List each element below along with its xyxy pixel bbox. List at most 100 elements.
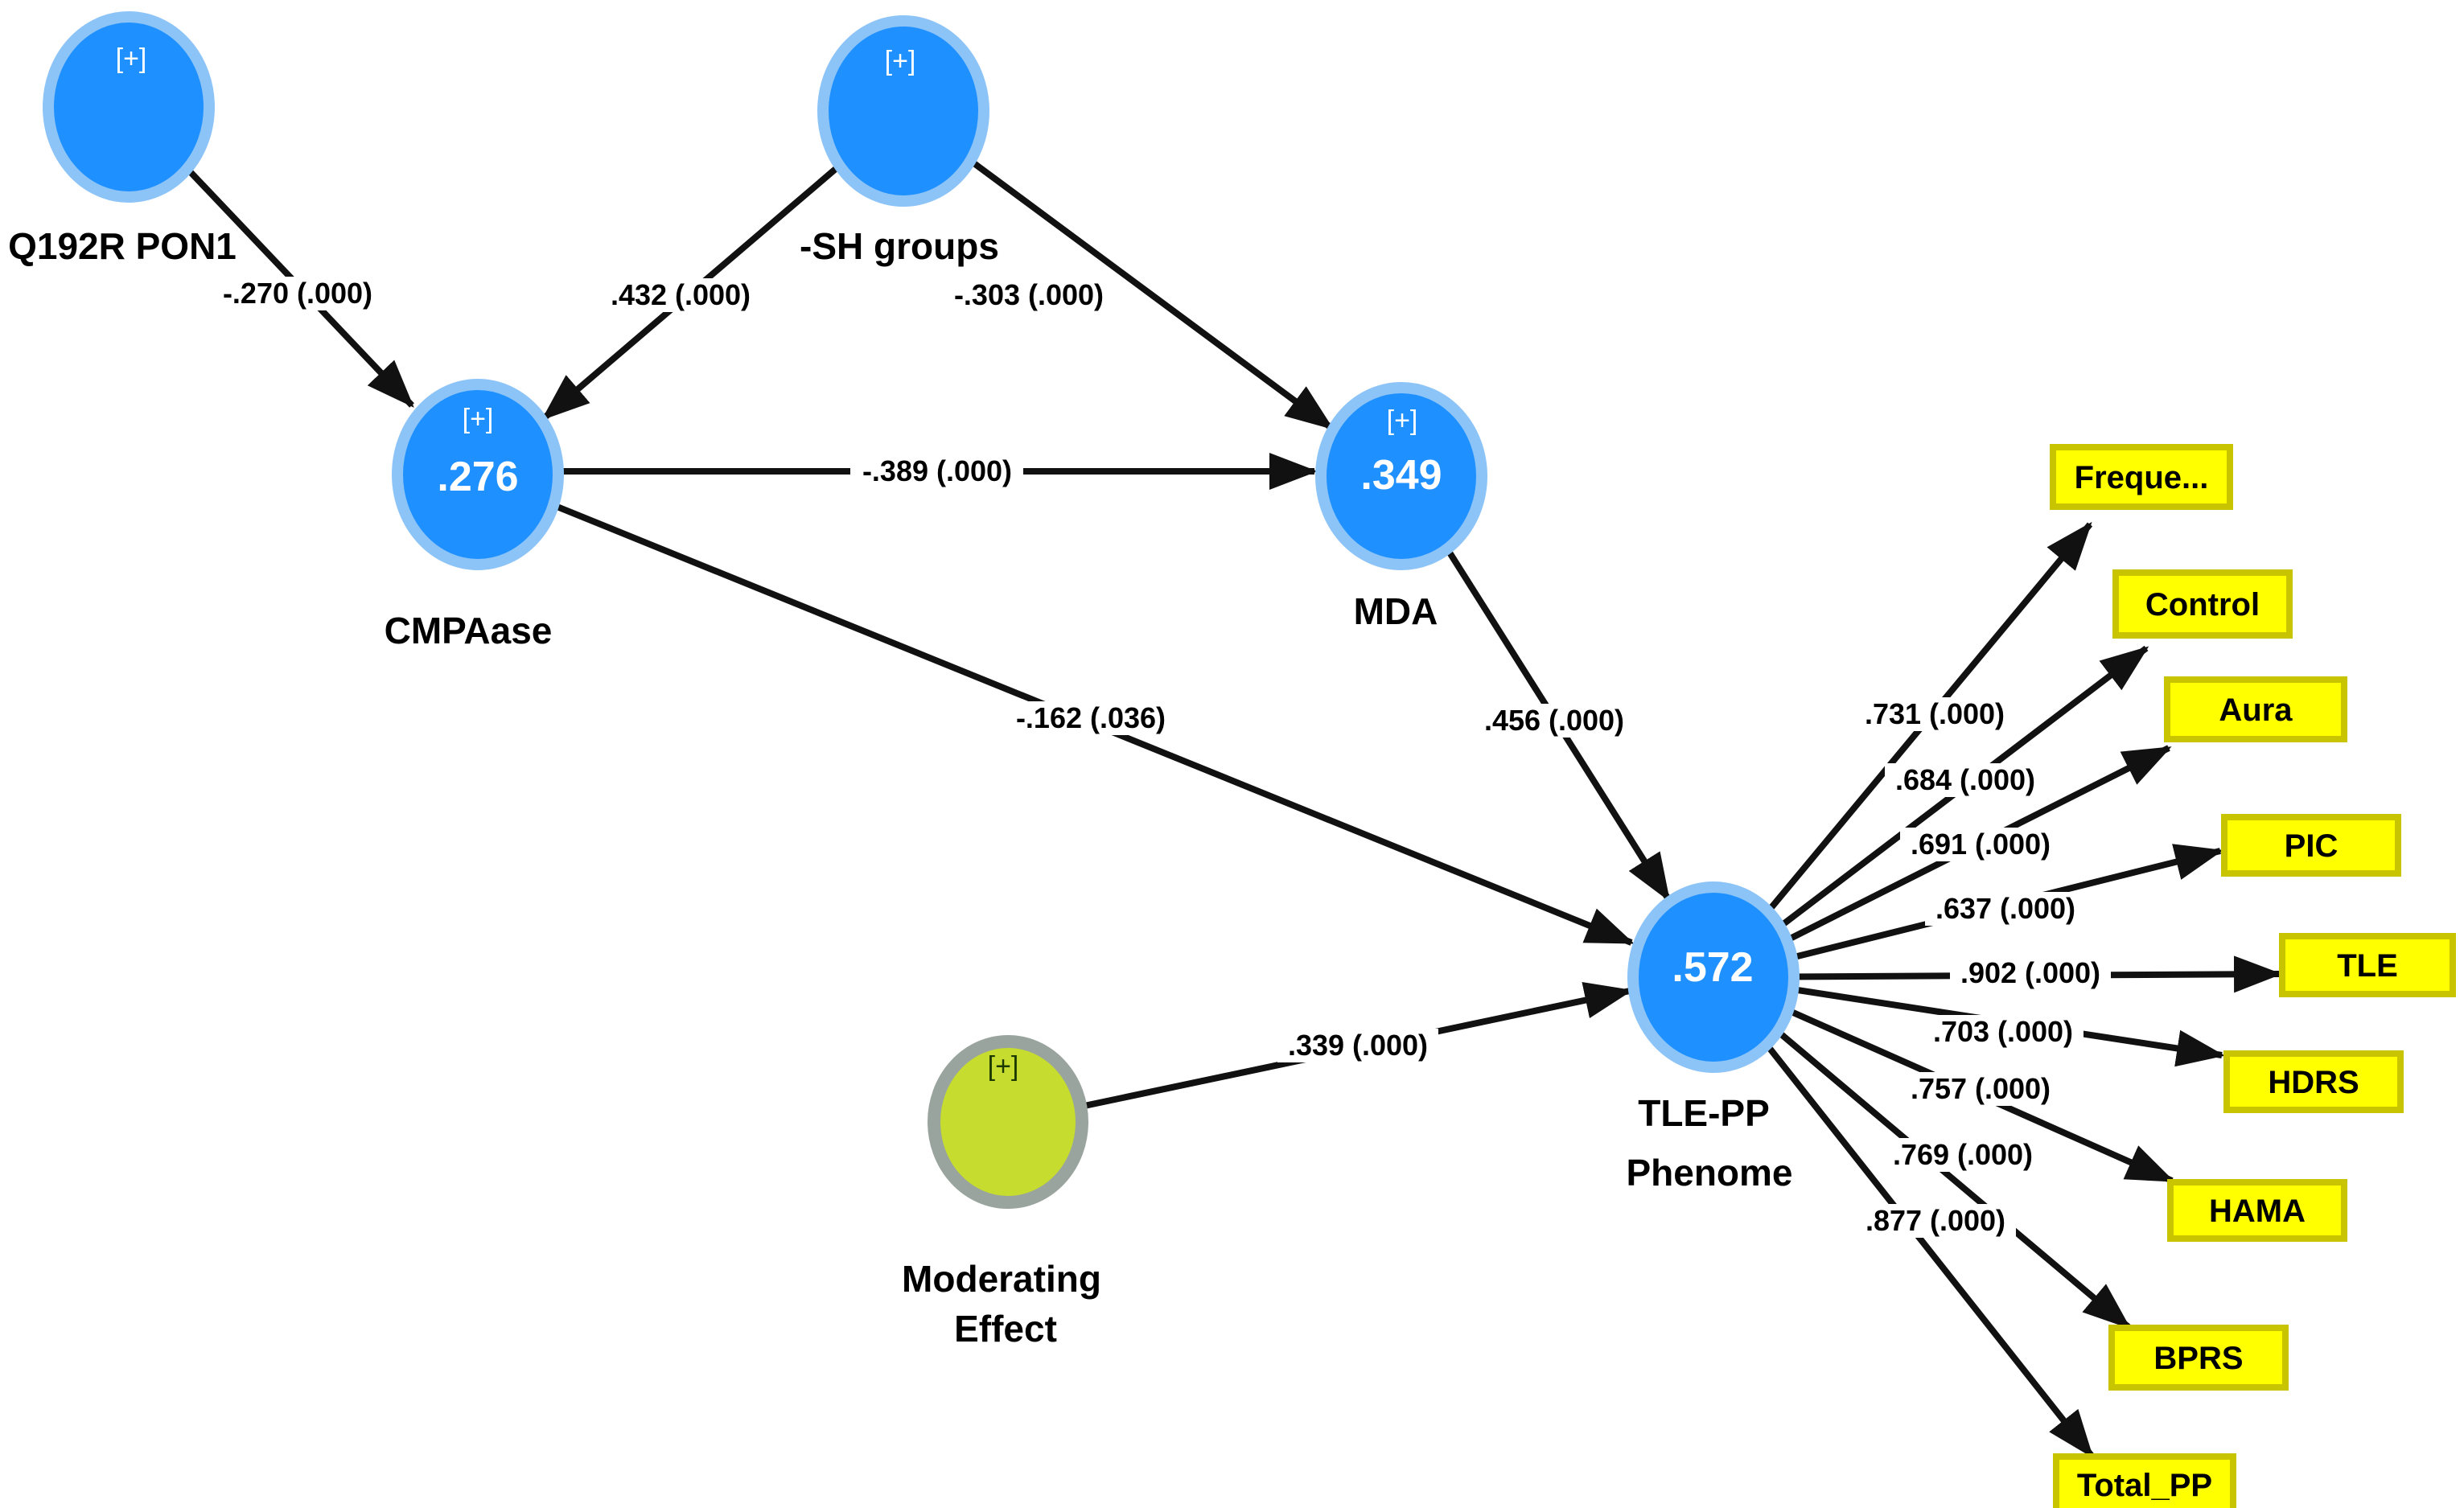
q192r-pon1-circle[interactable]	[43, 11, 215, 203]
pic-box[interactable]	[2221, 814, 2401, 877]
cmpaase-badge: [+]	[463, 404, 494, 434]
q192r-pon1-label: Q192R PON1	[8, 225, 237, 267]
label-gap	[1925, 892, 2086, 926]
loading-tle: .902 (.000)	[1950, 956, 2111, 990]
cmpaase-label: CMPAase	[385, 610, 553, 651]
coefficient-mda-to-tle-pp: .456 (.000)	[1474, 704, 1635, 738]
node-moderating-effect[interactable]: [+] Moderating Effect	[902, 1035, 1101, 1350]
node-tle-pp-phenome[interactable]: .572 TLE-PP Phenome	[1626, 881, 1800, 1194]
loading-text: .703 (.000)	[1933, 1015, 2073, 1048]
tle-pp-phenome-r-squared: .572	[1672, 944, 1753, 991]
coefficient-text: .432 (.000)	[611, 278, 751, 311]
cmpaase-circle[interactable]	[392, 379, 564, 570]
node-mda[interactable]: [+] .349 MDA	[1315, 382, 1487, 632]
loading-total-pp: .877 (.000)	[1855, 1204, 2016, 1238]
label-gap	[1474, 704, 1635, 738]
loading-path-tle-pp-to-control[interactable]	[1711, 645, 2149, 980]
label-gap	[1900, 1072, 2061, 1106]
aura-box-label: Aura	[2219, 692, 2293, 728]
coefficient-cmpaase-to-tle-pp: -.162 (.036)	[1004, 701, 1177, 735]
node-cmpaase[interactable]: [+] .276 CMPAase	[385, 379, 564, 651]
loading-hdrs: .703 (.000)	[1923, 1015, 2083, 1049]
mda-circle[interactable]	[1315, 382, 1487, 570]
aura-box[interactable]	[2164, 676, 2347, 742]
loading-text: .877 (.000)	[1865, 1204, 2005, 1237]
cmpaase-r-squared: .276	[437, 454, 518, 500]
indicator-total-pp[interactable]: Total_PP	[2053, 1453, 2236, 1508]
tle-pp-phenome-circle[interactable]	[1627, 881, 1800, 1073]
indicator-aura[interactable]: Aura	[2164, 676, 2347, 742]
label-gap	[600, 278, 761, 312]
tle-pp-phenome-label-line1: TLE-PP	[1638, 1092, 1770, 1134]
loading-text: .769 (.000)	[1893, 1138, 2033, 1171]
loading-control: .684 (.000)	[1885, 763, 2046, 797]
hama-box-label: HAMA	[2209, 1194, 2306, 1229]
freque-box-label: Freque...	[2075, 460, 2209, 495]
indicator-freque[interactable]: Freque...	[2050, 444, 2233, 510]
mda-label: MDA	[1354, 590, 1438, 632]
label-gap	[1882, 1138, 2043, 1172]
indicator-boxes: Freque... Control Aura PIC TLE HDRS HAMA	[2050, 444, 2456, 1508]
label-gap	[211, 277, 384, 310]
coefficient-text: -.303 (.000)	[954, 278, 1104, 311]
indicator-control[interactable]: Control	[2112, 569, 2293, 639]
tle-box-label: TLE	[2337, 948, 2398, 984]
sh-groups-label: -SH groups	[800, 225, 999, 267]
tle-box[interactable]	[2279, 933, 2456, 997]
indicator-hdrs[interactable]: HDRS	[2223, 1050, 2404, 1113]
indicator-hama[interactable]: HAMA	[2167, 1179, 2347, 1242]
node-sh-groups[interactable]: [+] -SH groups	[800, 15, 999, 267]
coefficient-text: -.389 (.000)	[862, 454, 1012, 487]
freque-box[interactable]	[2050, 444, 2233, 510]
moderating-effect-label-line2: Effect	[954, 1308, 1057, 1350]
moderating-effect-circle[interactable]	[928, 1035, 1088, 1209]
mda-badge: [+]	[1387, 405, 1418, 436]
coefficient-q192r-to-cmpaase: -.270 (.000)	[211, 277, 384, 310]
label-gap	[1923, 1015, 2083, 1049]
hdrs-box[interactable]	[2223, 1050, 2404, 1113]
indicator-pic[interactable]: PIC	[2221, 814, 2401, 877]
loading-freque: .731 (.000)	[1854, 697, 2015, 731]
sh-groups-badge: [+]	[885, 46, 916, 76]
coefficient-text: -.270 (.000)	[223, 277, 372, 310]
label-gap	[1900, 828, 2061, 861]
indicator-bprs[interactable]: BPRS	[2108, 1325, 2289, 1391]
coefficient-labels: -.270 (.000) .432 (.000) -.303 (.000) -.…	[211, 277, 1635, 1062]
loading-path-tle-pp-to-freque[interactable]	[1710, 521, 2093, 980]
label-gap	[942, 278, 1115, 312]
hama-box[interactable]	[2167, 1179, 2347, 1242]
bprs-box[interactable]	[2108, 1325, 2289, 1391]
coefficient-text: .456 (.000)	[1484, 704, 1624, 737]
loading-text: .684 (.000)	[1895, 763, 2035, 796]
indicator-tle[interactable]: TLE	[2279, 933, 2456, 997]
control-box-label: Control	[2145, 587, 2260, 623]
coefficient-sh-to-cmpaase: .432 (.000)	[600, 278, 761, 312]
label-gap	[1277, 1029, 1438, 1062]
coefficient-moderating-to-tle-pp: .339 (.000)	[1277, 1029, 1438, 1062]
mda-r-squared: .349	[1360, 452, 1442, 499]
loading-text: .757 (.000)	[1911, 1072, 2051, 1105]
loading-bprs: .769 (.000)	[1882, 1138, 2043, 1172]
moderating-effect-badge: [+]	[988, 1051, 1019, 1082]
loading-pic: .637 (.000)	[1925, 892, 2086, 926]
label-gap	[1004, 701, 1177, 735]
label-gap	[1950, 956, 2111, 990]
loading-text: .691 (.000)	[1911, 828, 2051, 861]
tle-pp-phenome-label-line2: Phenome	[1626, 1152, 1792, 1194]
node-q192r-pon1[interactable]: [+] Q192R PON1	[8, 11, 237, 267]
pic-box-label: PIC	[2285, 828, 2339, 864]
moderating-effect-label-line1: Moderating	[902, 1258, 1101, 1300]
sh-groups-circle[interactable]	[817, 15, 989, 207]
control-box[interactable]	[2112, 569, 2293, 639]
coefficient-text: -.162 (.036)	[1016, 701, 1166, 734]
label-gap	[1885, 763, 2046, 797]
coefficient-text: .339 (.000)	[1288, 1029, 1428, 1062]
coefficient-cmpaase-to-mda: -.389 (.000)	[850, 454, 1023, 488]
total-pp-box-label: Total_PP	[2077, 1468, 2212, 1503]
loading-text: .637 (.000)	[1935, 892, 2075, 925]
bprs-box-label: BPRS	[2153, 1341, 2243, 1376]
label-gap	[1854, 697, 2015, 731]
total-pp-box[interactable]	[2053, 1453, 2236, 1508]
